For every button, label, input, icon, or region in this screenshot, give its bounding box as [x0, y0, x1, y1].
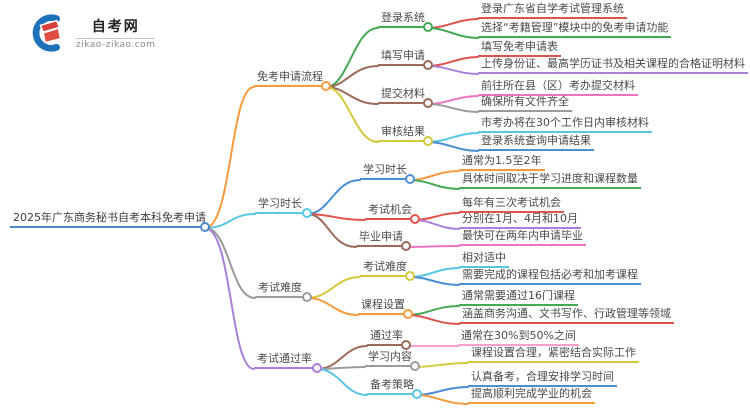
- sub-fill-application: 填写申请: [378, 49, 428, 66]
- sub-study-content: 学习内容: [365, 350, 415, 367]
- site-name: 自考网: [91, 19, 140, 35]
- node-dot: [412, 389, 422, 399]
- leaf-select-module: 选择“考籍管理”模块中的免考申请功能: [478, 21, 672, 38]
- leaf-improve-success-chance: 提高顺利完成学业的机会: [468, 387, 595, 404]
- site-logo[interactable]: 自考网 zikao-zikao.com: [28, 12, 156, 54]
- node-dot: [423, 22, 433, 32]
- sub-login-system: 登录系统: [378, 11, 428, 28]
- connector-line: [409, 276, 460, 286]
- logo-divider: [76, 38, 156, 39]
- node-dot: [405, 174, 415, 184]
- leaf-graduate-in-two-years: 最快可在两年内申请毕业: [459, 229, 586, 246]
- sub-graduation-application: 毕业申请: [356, 230, 406, 247]
- connector-line: [414, 362, 469, 368]
- branch-study-duration: 学习时长: [255, 197, 305, 214]
- node-dot: [423, 98, 433, 108]
- branch-application-process: 免考申请流程: [254, 70, 326, 87]
- leaf-jan-apr-oct: 分别在1月、4月和10月: [459, 212, 581, 229]
- sub-exam-difficulty: 考试难度: [360, 260, 410, 277]
- leaf-fill-form: 填写免考申请表: [478, 40, 561, 57]
- leaf-30-to-50-percent: 通常在30%到50%之间: [458, 329, 579, 346]
- connector-line: [427, 18, 479, 29]
- sub-pass-rate: 通过率: [367, 329, 406, 346]
- leaf-three-chances-per-year: 每年有三次考试机会: [459, 196, 564, 213]
- node-dot: [321, 81, 331, 91]
- sub-study-duration: 学习时长: [360, 163, 410, 180]
- leaf-30-workdays-review: 市考办将在30个工作日内审核材料: [478, 116, 652, 133]
- node-dot: [200, 222, 210, 232]
- connector-line: [409, 170, 460, 181]
- connector-line: [427, 103, 479, 113]
- leaf-plan-study-time: 认真备考，合理安排学习时间: [468, 370, 617, 387]
- connector-line: [416, 386, 469, 396]
- leaf-course-fields: 涵盖商务沟通、文书写作、行政管理等领域: [459, 307, 674, 324]
- sub-prep-strategy: 备考策略: [367, 378, 417, 395]
- leaf-check-result-online: 登录系统查询申请结果: [478, 134, 594, 151]
- node-dot: [410, 214, 420, 224]
- node-dot: [405, 271, 415, 281]
- node-dot: [302, 292, 312, 302]
- root-topic: 2025年广东商务秘书自考本科免考申请: [10, 211, 206, 228]
- connector-line: [204, 86, 255, 229]
- connector-line: [416, 394, 469, 405]
- sub-exam-chances: 考试机会: [365, 203, 415, 220]
- node-dot: [401, 241, 411, 251]
- connector-line: [427, 95, 479, 105]
- connector-line: [427, 27, 479, 39]
- node-dot: [302, 208, 312, 218]
- connector-line: [407, 314, 460, 325]
- node-dot: [403, 309, 413, 319]
- logo-text-block: 自考网 zikao-zikao.com: [76, 16, 156, 50]
- node-dot: [401, 340, 411, 350]
- connector-line: [414, 219, 460, 230]
- connector-line: [409, 267, 460, 278]
- node-dot: [410, 361, 420, 371]
- connector-line: [427, 65, 479, 75]
- site-url: zikao-zikao.com: [76, 40, 156, 50]
- branch-pass-rate: 考试通过率: [254, 352, 315, 369]
- sub-review-result: 审核结果: [378, 125, 428, 142]
- connector-line: [306, 179, 361, 215]
- node-dot: [423, 136, 433, 146]
- leaf-16-courses: 通常需要通过16门课程: [459, 289, 578, 306]
- connector-line: [407, 305, 460, 316]
- connector-line: [414, 212, 460, 221]
- leaf-login-gd-system: 登录广东省自学考试管理系统: [478, 2, 627, 19]
- connector-line: [409, 179, 460, 190]
- connector-line: [204, 227, 256, 299]
- sub-submit-materials: 提交材料: [378, 87, 428, 104]
- node-dot: [312, 363, 322, 373]
- connector-line: [427, 56, 479, 67]
- leaf-practical-courses: 课程设置合理，紧密结合实际工作: [468, 346, 639, 363]
- leaf-usually-1-5-to-2-years: 通常为1.5至2年: [459, 154, 545, 171]
- sub-course-setup: 课程设置: [358, 298, 408, 315]
- connector-line: [306, 213, 357, 248]
- connector-line: [204, 213, 256, 229]
- connector-line: [325, 27, 379, 88]
- connector-line: [405, 245, 460, 248]
- connector-line: [427, 141, 479, 152]
- connector-line: [204, 227, 255, 370]
- leaf-upload-certificates: 上传身份证、最高学历证书及相关课程的合格证明材料: [478, 57, 748, 74]
- connector-line: [325, 86, 379, 143]
- branch-exam-difficulty: 考试难度: [255, 281, 305, 298]
- connector-line: [306, 297, 359, 316]
- graduation-cap-icon: [32, 14, 62, 52]
- node-dot: [423, 60, 433, 70]
- connector-line: [316, 345, 368, 370]
- connector-line: [306, 276, 361, 299]
- connector-line: [427, 132, 479, 143]
- connector-line: [316, 368, 368, 396]
- leaf-required-and-extra-courses: 需要完成的课程包括必考和加考课程: [459, 268, 641, 285]
- leaf-relatively-moderate: 相对适中: [459, 251, 509, 268]
- leaf-depends-on-progress: 具体时间取决于学习进度和课程数量: [459, 172, 641, 189]
- leaf-go-to-exam-office: 前往所在县（区）考办提交材料: [478, 79, 638, 96]
- leaf-ensure-documents: 确保所有文件齐全: [478, 95, 572, 112]
